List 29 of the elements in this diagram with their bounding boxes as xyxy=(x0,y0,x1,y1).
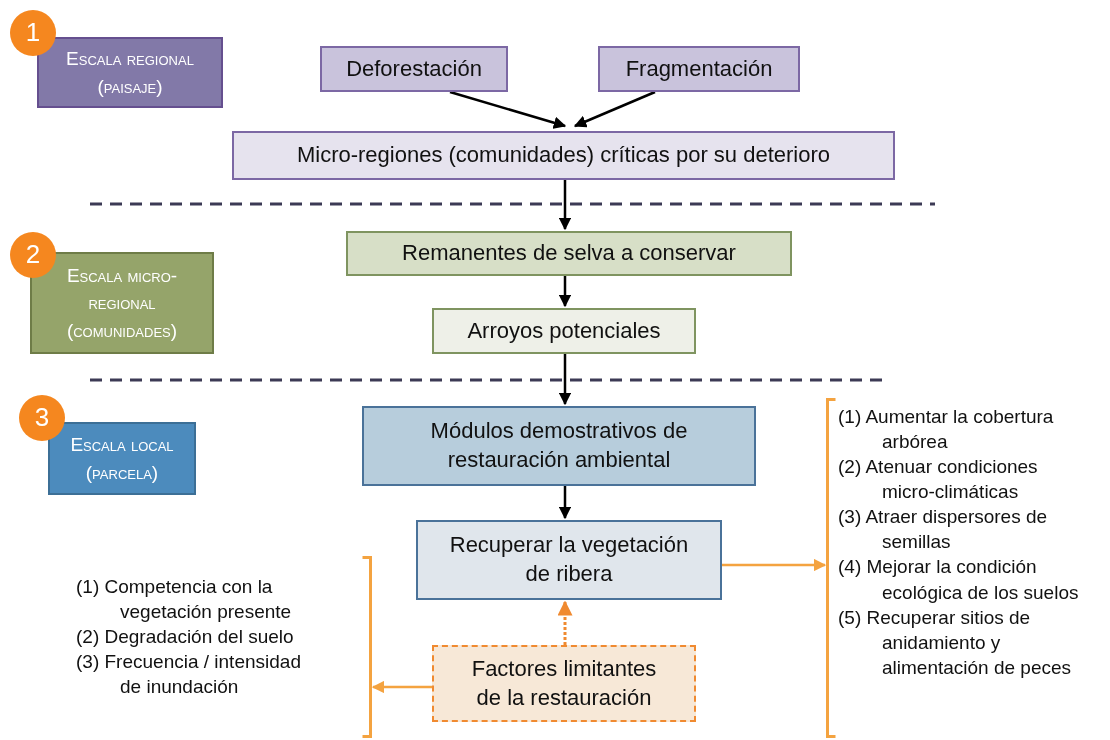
arrow xyxy=(558,180,572,231)
list-item: (5) Recuperar sitios de anidamiento y alimentación de peces xyxy=(838,605,1073,680)
process-box: Fragmentación xyxy=(598,46,800,92)
process-box: Remanentes de selva a conservar xyxy=(346,231,792,276)
arrow xyxy=(558,354,572,406)
list-item: (4) Mejorar la condición ecológica de los suelos xyxy=(838,555,1080,605)
scale-label-box: Escala local (parcela) xyxy=(48,422,196,495)
arrow xyxy=(449,90,567,129)
arrow xyxy=(371,680,432,694)
number-badge: 2 xyxy=(10,232,56,278)
process-box: Módulos demostrativos de restauración ambiental xyxy=(362,406,756,486)
process-box: Recuperar la vegetación de ribera xyxy=(416,520,722,600)
process-box: Deforestación xyxy=(320,46,508,92)
arrow xyxy=(558,276,572,308)
arrow xyxy=(558,486,572,520)
arrow xyxy=(557,600,573,645)
list-item: (2) Atenuar condiciones micro-climáticas xyxy=(838,455,1039,505)
list-item: (1) Aumentar la cobertura arbórea xyxy=(838,405,1055,455)
process-box: Arroyos potenciales xyxy=(432,308,696,354)
number-badge: 3 xyxy=(19,395,65,441)
arrow xyxy=(573,90,656,128)
process-box: Micro-regiones (comunidades) críticas por su deterioro xyxy=(232,131,895,180)
list-item: (1) Competencia con la vegetación presente xyxy=(76,575,293,625)
list-item: (3) Frecuencia / intensidad de inundación xyxy=(76,650,302,700)
list-item: (2) Degradación del suelo xyxy=(76,625,295,650)
number-badge: 1 xyxy=(10,10,56,56)
arrow xyxy=(722,558,827,572)
process-box: Factores limitantes de la restauración xyxy=(432,645,696,722)
list-item: (3) Atraer dispersores de semillas xyxy=(838,505,1049,555)
